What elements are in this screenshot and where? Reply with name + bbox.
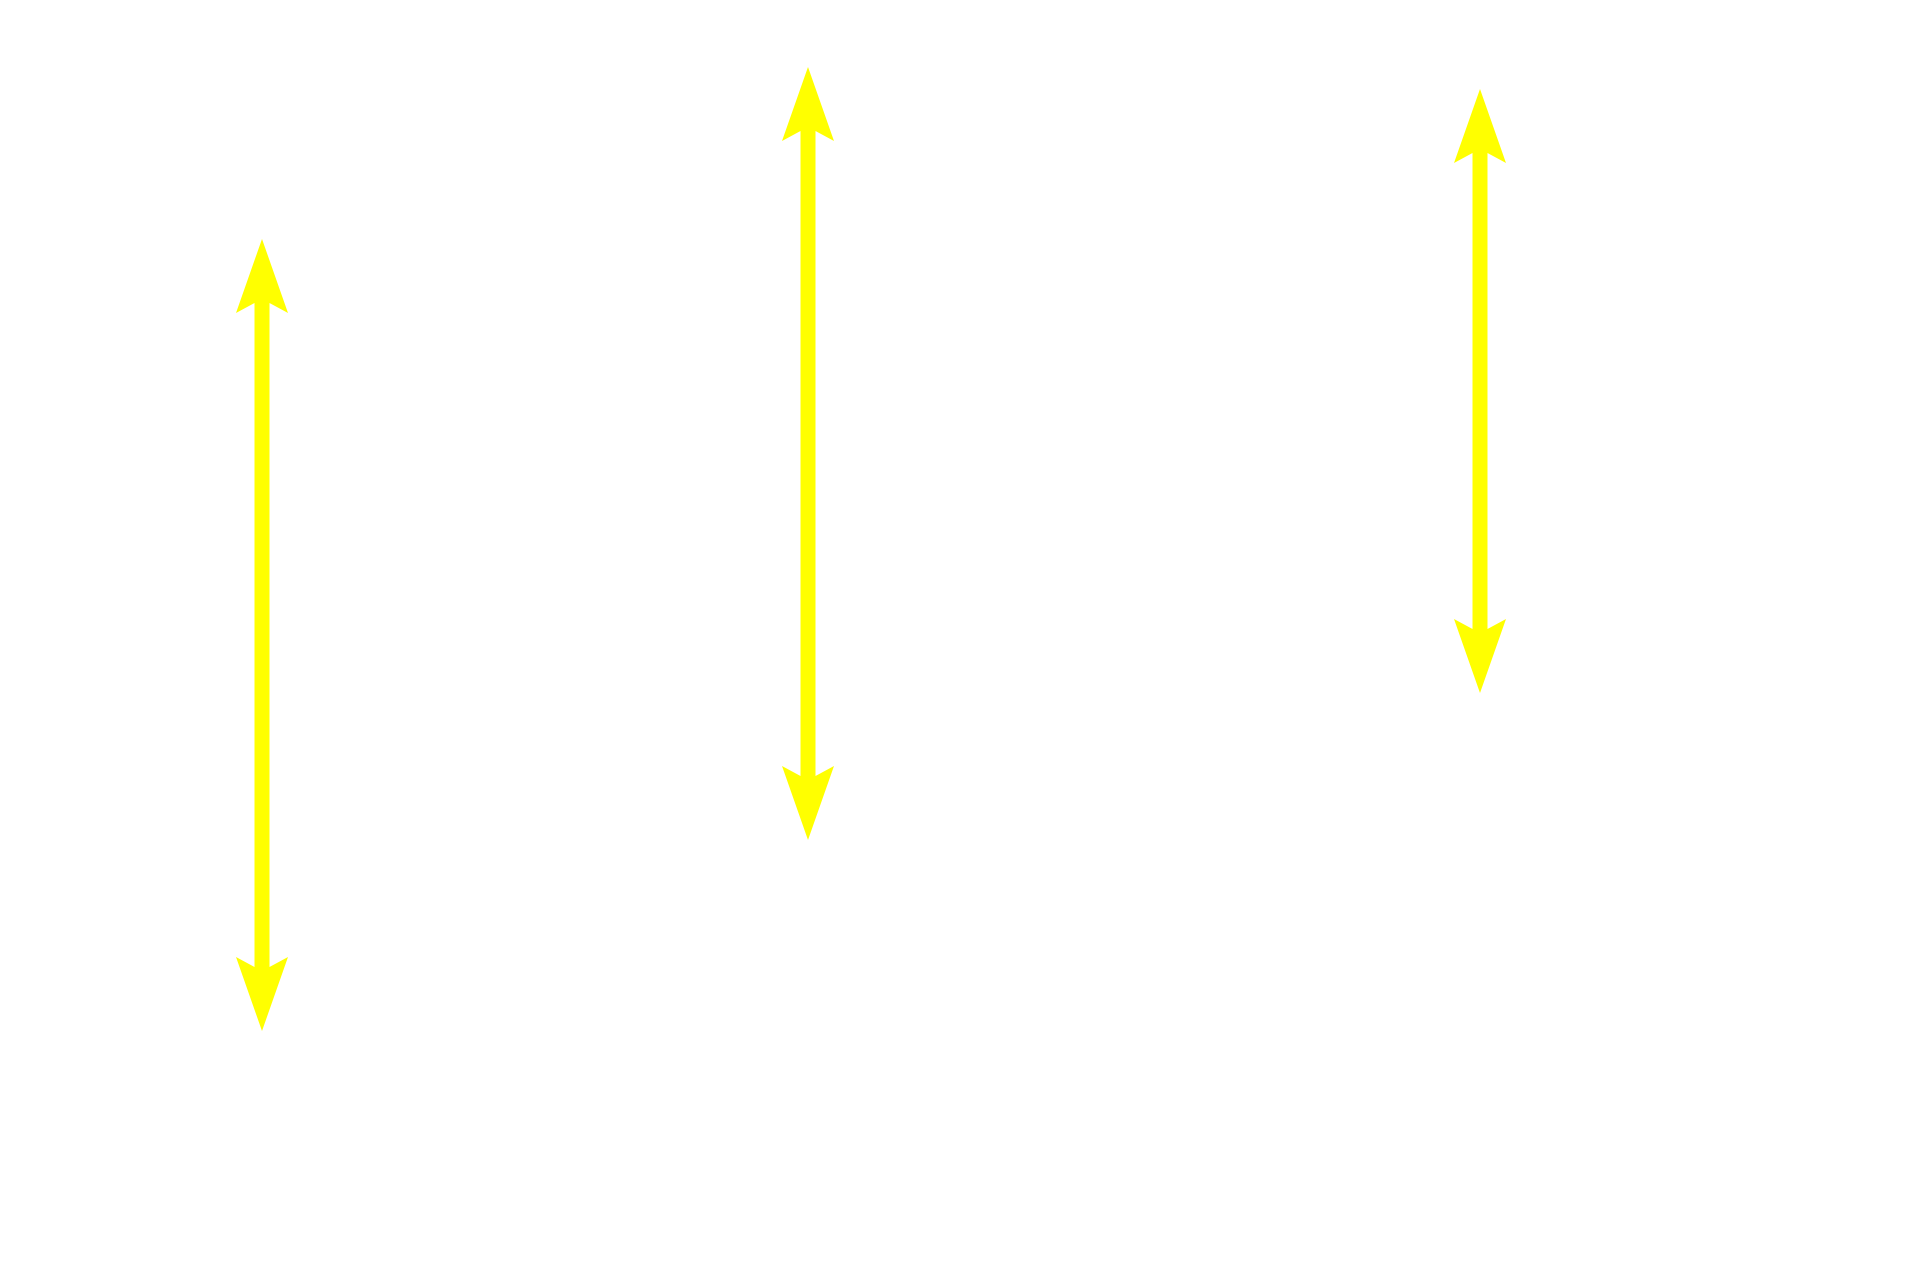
middle-double-arrow-icon <box>782 67 834 840</box>
left-double-arrow-icon <box>236 239 288 1031</box>
right-double-arrow-icon <box>1454 89 1506 693</box>
